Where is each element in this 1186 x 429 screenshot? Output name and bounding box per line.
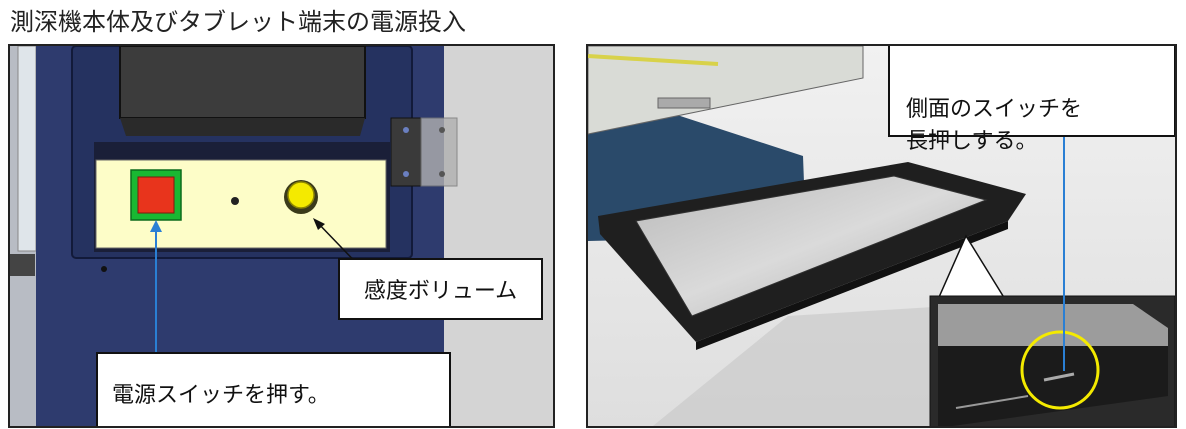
side-switch-highlight	[1020, 330, 1100, 410]
indicator-hole	[231, 197, 239, 205]
zoom-slot	[955, 395, 1029, 409]
tablet-screen	[635, 175, 988, 317]
tablet-edge	[696, 221, 1008, 350]
tablet-panel-illustration: 側面のスイッチを 長押しする。	[586, 44, 1177, 428]
hinge-screw	[403, 127, 409, 133]
sensitivity-knob	[287, 181, 315, 209]
display-bevel	[120, 118, 365, 136]
power-switch	[137, 176, 175, 214]
callout-power-switch: 電源スイッチを押す。	[96, 352, 451, 426]
callout-power-switch-text: 電源スイッチを押す。	[112, 383, 330, 408]
zoom-edge	[938, 346, 1168, 426]
device-panel-illustration: 電源スイッチを押す。 感度ボリューム	[8, 44, 555, 428]
left-bracket	[10, 254, 35, 276]
zoom-screen	[938, 304, 1168, 346]
hinge-screw	[439, 171, 445, 177]
hinge-plate	[420, 117, 458, 187]
tablet-illustration	[588, 46, 1175, 426]
device-lid	[588, 46, 864, 135]
hinge-screw	[439, 127, 445, 133]
left-glass-edge	[17, 46, 37, 252]
lid-edge	[588, 54, 719, 66]
screw	[101, 266, 107, 272]
callout-side-switch-text: 側面のスイッチを 長押しする。	[906, 97, 1083, 154]
callout-sensitivity: 感度ボリューム	[338, 258, 543, 320]
right-frame	[444, 46, 553, 426]
hinge-screw	[403, 171, 409, 177]
callout-side-switch: 側面のスイッチを 長押しする。	[888, 46, 1175, 154]
side-switch	[1043, 372, 1075, 382]
knob-arrowhead	[313, 218, 325, 230]
display-housing	[119, 46, 366, 119]
power-leader-arrowhead	[150, 220, 162, 232]
callout-sensitivity-text: 感度ボリューム	[363, 279, 518, 304]
page-title: 測深機本体及びタブレット端末の電源投入	[10, 8, 466, 36]
lid-hinge	[657, 97, 711, 109]
